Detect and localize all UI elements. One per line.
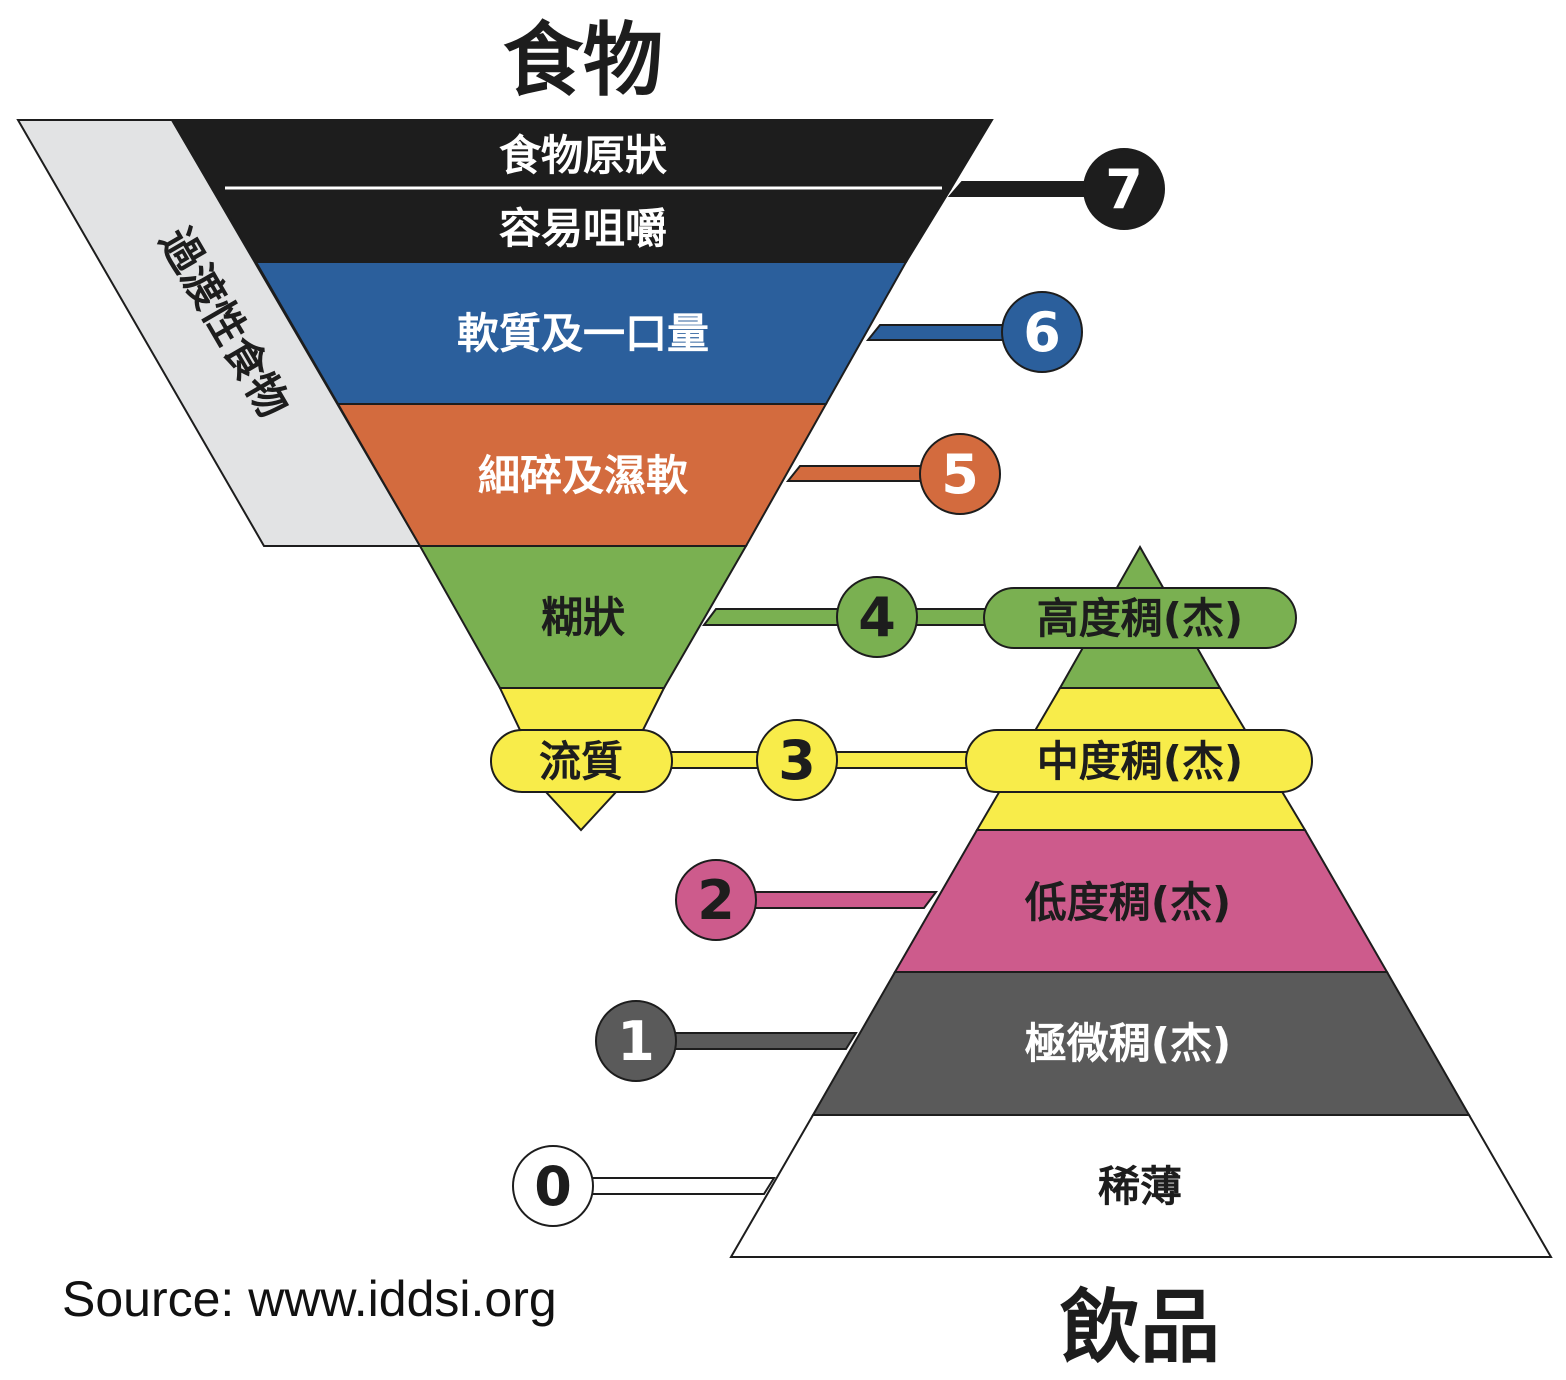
badge-6-number: 6 [1023, 301, 1061, 364]
badge-5 [919, 433, 1001, 515]
food-level-3-pill [490, 729, 673, 793]
drink-title: 飲品 [1060, 1281, 1220, 1374]
connector-7 [947, 181, 1091, 197]
connector-1 [659, 1032, 858, 1050]
badge-1-number: 1 [617, 1010, 655, 1073]
badge-7 [1083, 148, 1165, 230]
food-funnel [170, 119, 994, 832]
food-level-4-label: 糊狀 [541, 593, 625, 642]
food-level-7-easy-chew-label: 容易咀嚼 [499, 204, 667, 253]
drink-level-2-label: 低度稠(杰) [1025, 878, 1231, 927]
connector-2 [739, 891, 938, 909]
badge-3 [756, 719, 838, 801]
connector-5 [785, 465, 931, 482]
badge-3-number: 3 [778, 729, 816, 792]
badge-1 [595, 1000, 677, 1082]
badge-7-number: 7 [1105, 158, 1143, 221]
badge-2-number: 2 [697, 869, 735, 932]
food-level-3-tip [543, 791, 619, 832]
label-pills [490, 587, 1313, 793]
badge-5-number: 5 [941, 443, 979, 506]
badge-0-number: 0 [534, 1155, 572, 1218]
drink-level-0-label: 稀薄 [1098, 1162, 1182, 1211]
badge-6 [1001, 291, 1083, 373]
level-badges [512, 148, 1165, 1227]
connector-6 [865, 324, 1013, 341]
badge-0 [512, 1145, 594, 1227]
drink-level-3-label: 中度稠(杰) [1037, 737, 1243, 786]
badge-2 [675, 859, 757, 941]
drink-level-1-label: 極微稠(杰) [1025, 1019, 1231, 1068]
food-level-6-label: 軟質及一口量 [457, 309, 709, 358]
food-level-7-regular-label: 食物原狀 [499, 131, 667, 180]
connector-0 [579, 1177, 776, 1195]
food-title: 食物 [503, 14, 663, 107]
food-level-3-band [498, 687, 666, 731]
source-credit: Source: www.iddsi.org [62, 1271, 557, 1327]
badge-4-number: 4 [858, 586, 896, 649]
badge-4 [836, 576, 918, 658]
drink-level-3-pill [965, 729, 1313, 793]
food-level-3-label: 流質 [539, 737, 623, 786]
drink-level-4-label: 高度稠(杰) [1037, 594, 1243, 643]
drink-level-0-band [729, 1114, 1553, 1258]
drink-level-4-pill [983, 587, 1297, 649]
food-level-5-label: 細碎及濕軟 [478, 451, 689, 500]
